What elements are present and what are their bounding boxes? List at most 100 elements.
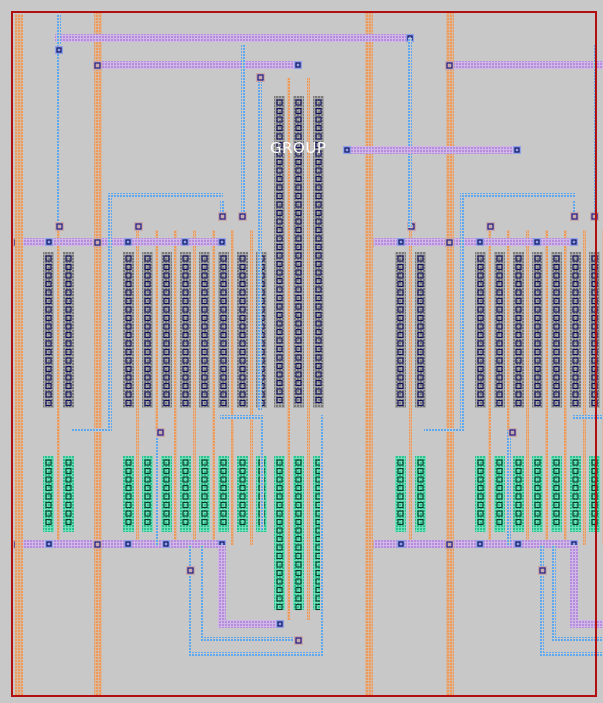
gate-contact-f [157,429,164,436]
gate-lower-5 [212,415,215,545]
poly-rail [94,12,102,696]
n-device-c0-contact [276,388,283,395]
n-device-b5-contact [220,314,227,322]
n-device-b6-contact [239,348,246,356]
n-device-a0-contact [397,263,404,271]
n-device-b0-contact [477,365,484,373]
p-device-c0-contact [276,510,283,517]
n-device-b2-contact [163,399,170,407]
n-device-a1-diffusion [415,252,426,408]
p-device-b6-contact [239,493,246,500]
n-device-b5-contact [572,314,579,322]
n-device-b5-contact [220,280,227,288]
p-device-a0-contact [397,518,404,526]
n-device-b5-contact [220,263,227,271]
n-device-a0-contact [397,399,404,407]
n-device-a0-contact [45,374,52,381]
n-device-b6-contact [239,382,246,390]
n-device-b1-contact [144,289,151,296]
n-device-b1-contact [144,399,151,407]
n-device-b4-contact [553,391,560,398]
p-device-b5-contact [220,467,227,475]
n-device-b5-contact [572,289,579,296]
p-device-b1-contact [496,510,503,517]
n-device-b0-contact [125,314,132,322]
n-device-b0-contact [125,382,132,390]
net-horizontal-e [572,415,603,419]
n-device-c2-contact [315,320,322,327]
n-device-b3-contact [182,314,189,322]
n-device-b2-contact [163,297,170,305]
p-device-b3-contact [182,493,189,500]
p-device-b5-contact [220,518,227,526]
p-device-a0-contact [397,510,404,517]
n-device-c0-contact [276,158,283,166]
n-device-b1-contact [144,306,151,313]
n-device-a0-contact [397,365,404,373]
strap-vertical [570,545,578,625]
p-device-b5-contact [220,501,227,509]
n-device-b6-contact [239,289,246,296]
n-device-a0-contact [45,323,52,330]
p-device-b5-contact [220,484,227,492]
gate-upper-4 [193,230,196,415]
n-device-b5-contact [220,306,227,313]
n-device-c0-contact [276,311,283,319]
n-device-b1-contact [496,399,503,407]
p-device-c1-contact [295,595,302,602]
n-device-c1-contact [295,371,302,378]
n-device-a0-contact [397,323,404,330]
n-device-b0-contact [477,280,484,288]
n-device-c0-contact [276,107,283,115]
n-device-b5-diffusion [570,252,581,408]
gate-upper-0 [409,230,412,415]
n-device-a1-contact [417,340,424,347]
p-device-b5-contact [572,493,579,500]
n-device-b1-contact [496,348,503,356]
group-via-a-pad [343,146,351,154]
gate-upper-6 [231,230,234,415]
gate-lower-7 [250,415,253,545]
n-device-b2-contact [163,348,170,356]
gate-upper-3 [174,230,177,415]
n-device-b4-contact [201,314,208,322]
n-device-c2-contact [315,277,322,285]
p-device-b3-contact [182,484,189,492]
n-device-a0-contact [45,289,52,296]
n-device-b4-contact [553,255,560,262]
n-device-b6-contact [239,255,246,262]
global-wires [15,12,521,696]
upper-bus-via-d-pad [570,238,578,246]
n-device-c2-contact [315,328,322,336]
n-device-b0-contact [125,255,132,262]
n-device-b2-contact [515,306,522,313]
n-device-a1-diffusion [63,252,74,408]
n-device-b4-contact [201,391,208,398]
n-device-b6-contact [239,263,246,271]
upper-bus-via-d [571,239,577,245]
p-device-b1-contact [496,493,503,500]
p-device-c0-contact [276,569,283,577]
n-device-b2-contact [163,272,170,279]
n-device-b2-contact [515,365,522,373]
gate-tall-1 [307,78,310,418]
p-device-b5-contact [572,476,579,483]
n-device-b4-contact [553,263,560,271]
n-device-c2-contact [315,362,322,370]
gate-contact-a-pad [55,222,64,231]
p-device-b4-contact [553,501,560,509]
n-device-c1-contact [295,107,302,115]
gate-contact-b [487,223,494,230]
n-device-b4-contact [201,382,208,390]
n-device-b5-contact [572,255,579,262]
p-device-c0-contact [276,561,283,568]
n-device-c0-contact [276,294,283,302]
p-device-b4-contact [201,501,208,509]
n-device-b1-contact [496,280,503,288]
p-device-c1-contact [295,476,302,483]
net-horizontal-d [552,637,603,641]
p-device-c1-contact [295,459,302,466]
n-device-b5-contact [572,272,579,279]
net-horizontal-c [540,652,603,656]
n-device-b1-contact [144,391,151,398]
